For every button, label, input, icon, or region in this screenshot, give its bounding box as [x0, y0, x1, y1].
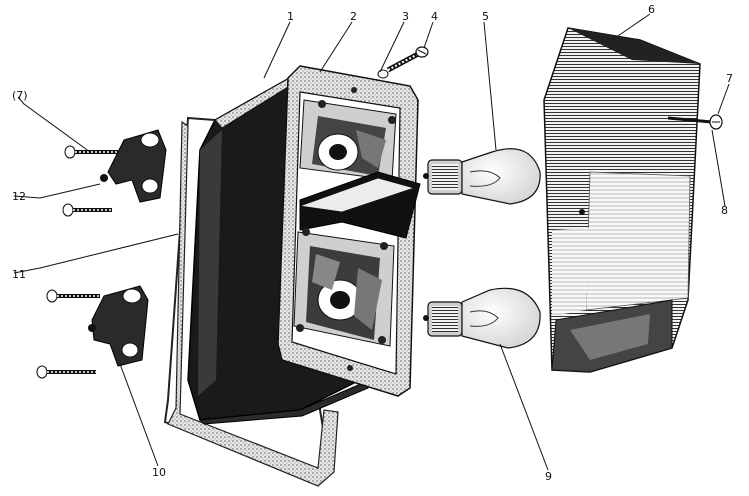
lower-clamp [36, 285, 149, 379]
callout-8: 8 [721, 204, 728, 217]
upper-bulb [423, 148, 541, 205]
top-screw [377, 46, 429, 79]
callout-3: 3 [402, 10, 409, 23]
callout-6: 6 [648, 3, 655, 16]
callout-11: 11 [12, 268, 26, 281]
upper-clamp [62, 129, 167, 217]
callout-4: 4 [431, 10, 438, 23]
reflector-frame [277, 65, 421, 397]
callout-7: 7 [726, 72, 733, 85]
callout-12: 12 [12, 190, 26, 203]
callout-1: 1 [287, 10, 294, 23]
callout-2: 2 [350, 10, 357, 23]
leader-lines [13, 13, 730, 471]
lower-bulb [423, 287, 541, 349]
callout-9: 9 [545, 470, 552, 483]
lens-screw [667, 114, 723, 130]
callout-labels: 1 2 3 4 5 6 7 (7) 8 9 10 11 12 [12, 3, 733, 483]
lamp-lens [543, 27, 701, 373]
callout-5: 5 [482, 10, 489, 23]
callout-10: 10 [152, 466, 166, 479]
callout-7-alt: (7) [12, 89, 28, 102]
